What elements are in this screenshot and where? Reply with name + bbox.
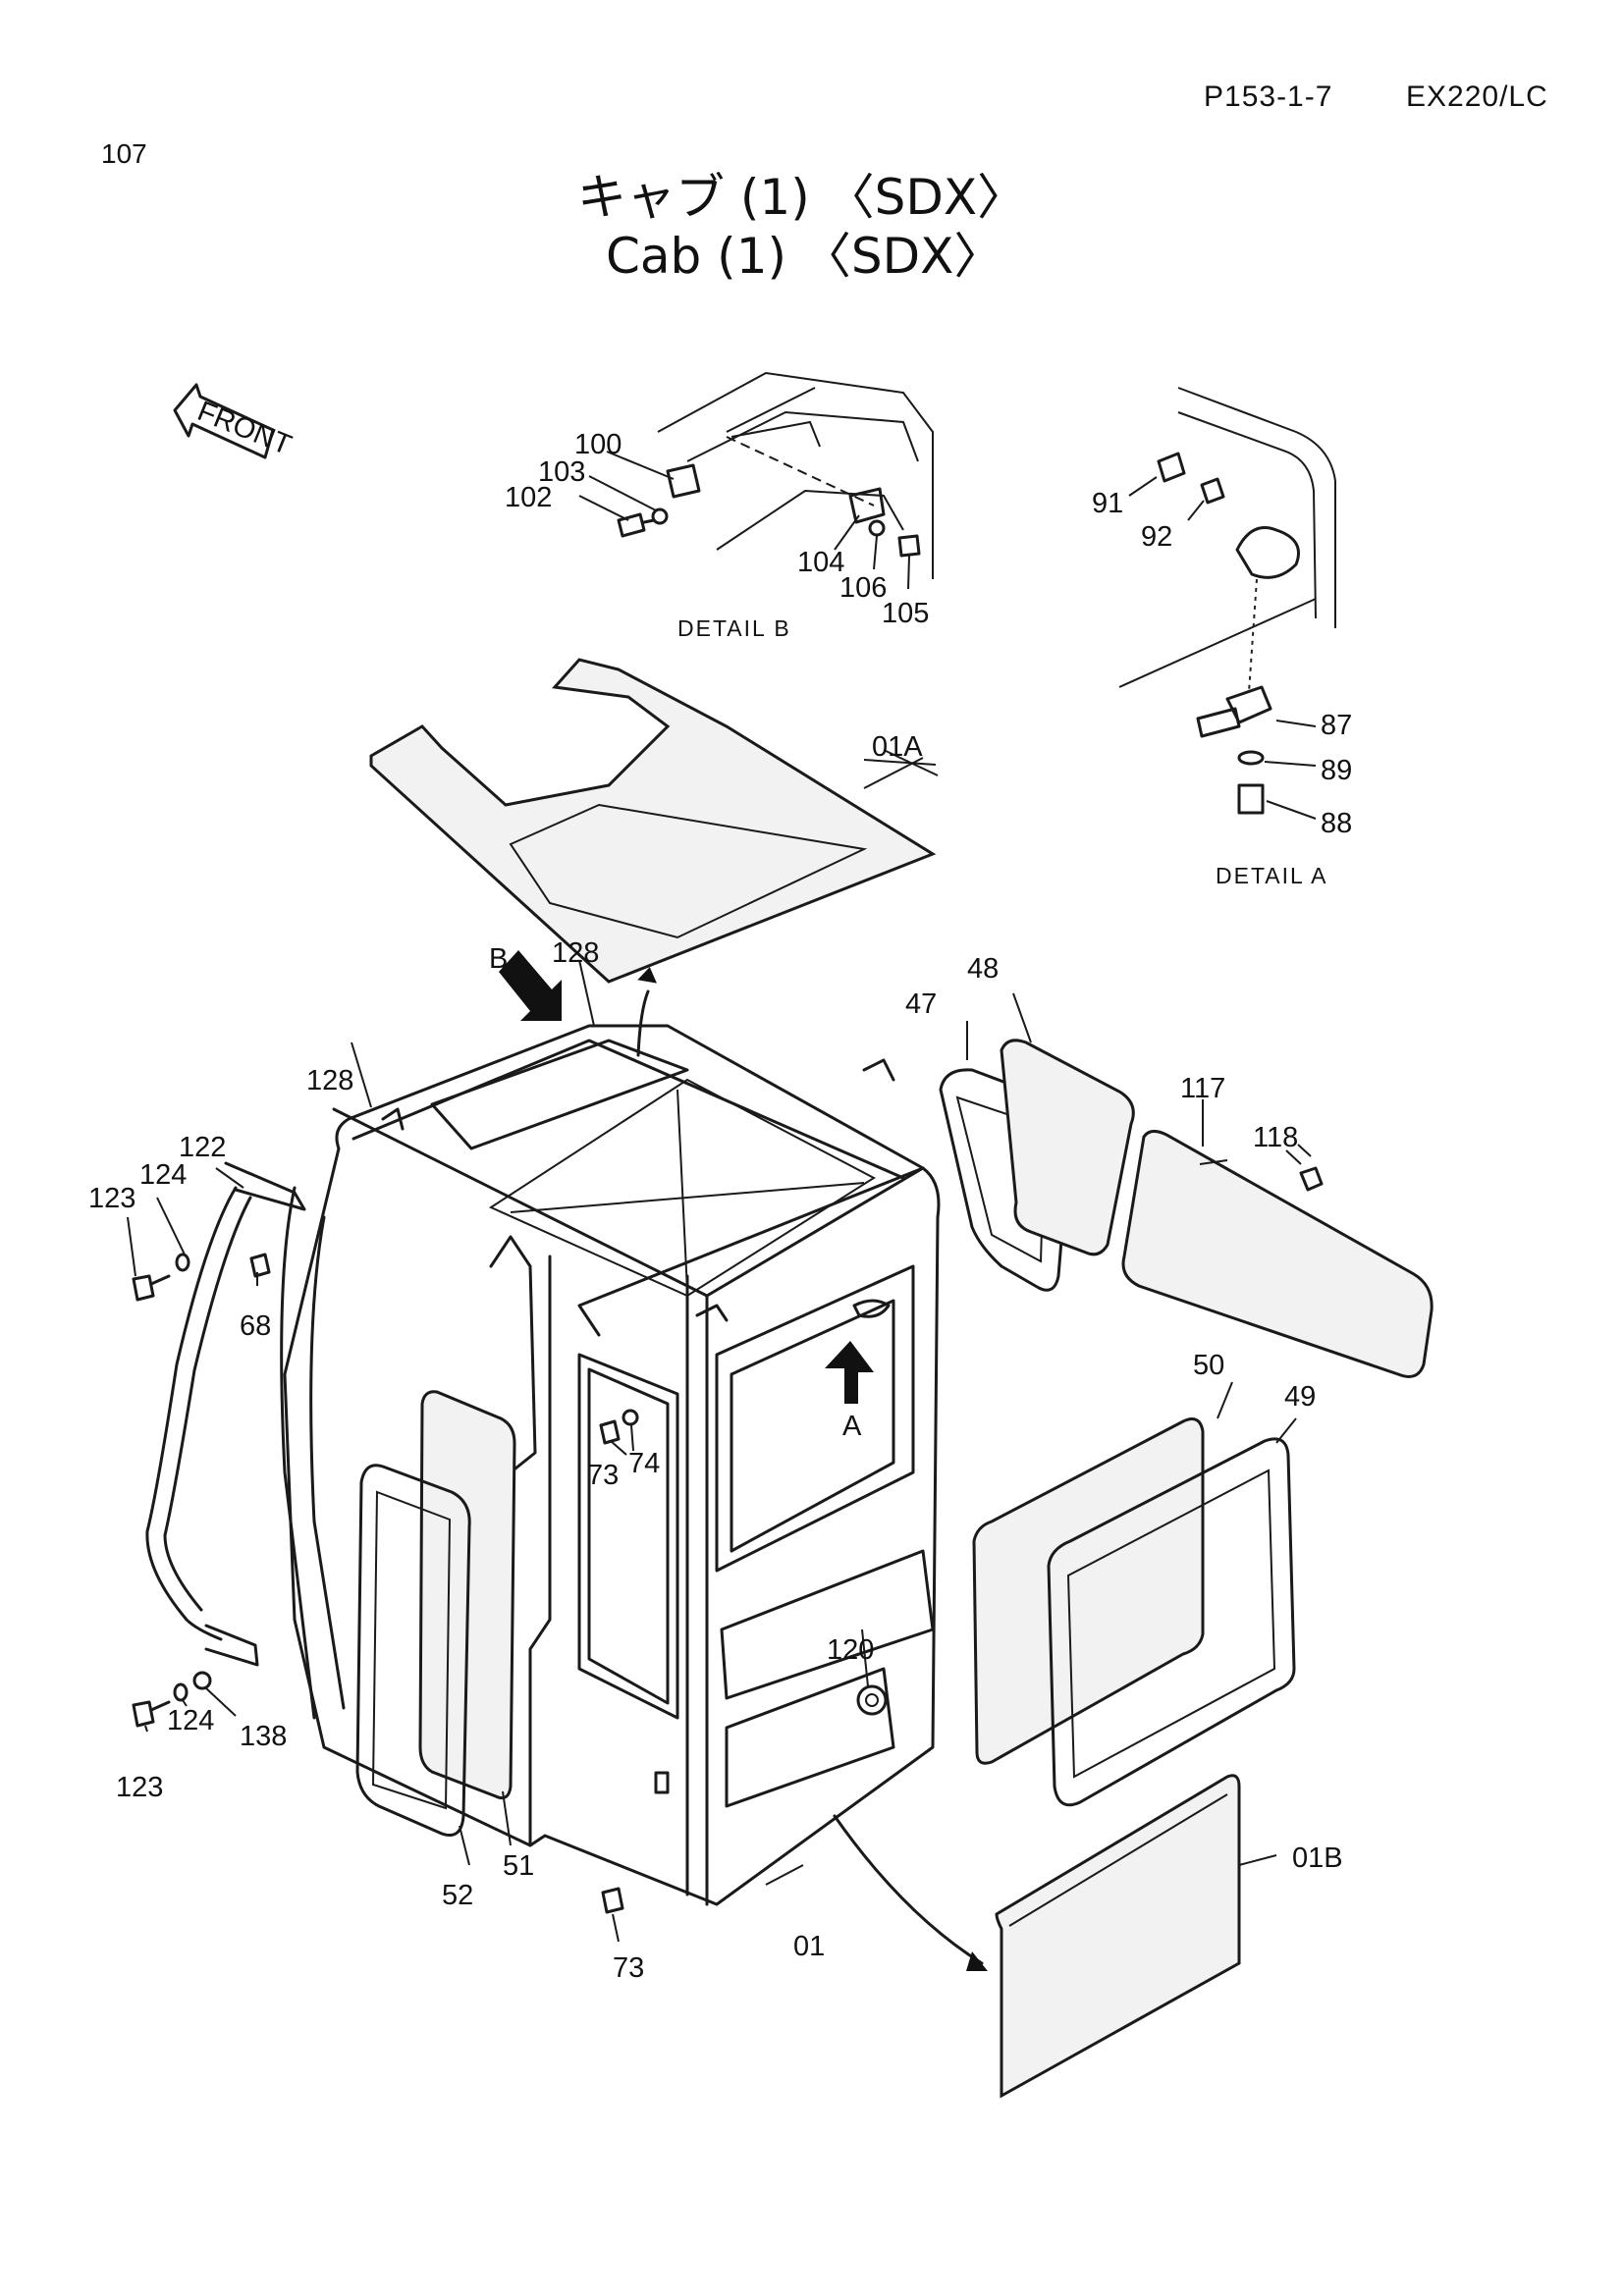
part-label-89: 89	[1321, 755, 1352, 786]
view-a-arrow-icon: A	[825, 1341, 874, 1442]
part-label-91: 91	[1092, 488, 1123, 519]
front-label: FRONT	[193, 396, 297, 461]
part-label-138: 138	[240, 1721, 287, 1752]
part-label-68: 68	[240, 1310, 271, 1342]
part-label-52: 52	[442, 1880, 473, 1911]
window-seal-52	[355, 1464, 471, 1837]
part-label-123-upper: 123	[88, 1183, 135, 1214]
detail-b: DETAIL B	[578, 371, 934, 641]
part-label-103: 103	[538, 456, 585, 488]
window-seal-49	[1047, 1437, 1296, 1807]
cab-frame	[280, 1024, 941, 1906]
leader-lines	[127, 749, 1302, 1943]
page-number: 107	[101, 138, 147, 169]
detail-a: DETAIL A	[1118, 387, 1336, 888]
part-label-74: 74	[628, 1448, 660, 1479]
page-code: P153-1-7	[1204, 80, 1333, 113]
part-label-128-top: 128	[552, 937, 599, 969]
view-b-label: B	[489, 943, 508, 975]
bolt-123-lower-icon	[132, 1700, 171, 1728]
washer-138-icon	[192, 1671, 212, 1690]
bolt-118-icon	[1297, 1144, 1324, 1192]
model-code: EX220/LC	[1406, 80, 1548, 113]
part-label-124-upper: 124	[139, 1159, 187, 1191]
window-glass-117	[1121, 1130, 1434, 1378]
washer-124-lower-icon	[173, 1682, 189, 1702]
part-label-128-left: 128	[306, 1065, 353, 1096]
part-label-105: 105	[882, 598, 929, 629]
part-label-49: 49	[1284, 1381, 1316, 1413]
roof-panel	[369, 658, 937, 984]
detail-a-label: DETAIL A	[1216, 863, 1327, 888]
part-label-73-upper: 73	[587, 1460, 619, 1491]
part-label-117: 117	[1180, 1073, 1225, 1104]
part-label-73-lower: 73	[613, 1952, 644, 1984]
part-label-87: 87	[1321, 710, 1352, 741]
part-label-120: 120	[827, 1634, 874, 1666]
window-glass-50	[972, 1417, 1205, 1765]
part-label-106: 106	[839, 572, 887, 604]
part-label-88: 88	[1321, 808, 1352, 839]
page-title-english: Cab (1) 〈SDX〉	[606, 228, 1003, 285]
part-label-01a: 01A	[872, 731, 923, 763]
bolt-73-lower-icon	[601, 1887, 624, 1914]
view-b-arrow-icon: B	[489, 943, 562, 1021]
part-labels: 100 103 102 104 106 105 91 92 87 89 88 0…	[88, 429, 1352, 1984]
washer-124-upper-icon	[175, 1253, 190, 1272]
page-title-japanese: キャブ (1) 〈SDX〉	[577, 169, 1027, 226]
part-label-124-lower: 124	[167, 1705, 214, 1736]
part-label-122: 122	[179, 1132, 226, 1163]
bolt-73-upper-icon	[599, 1419, 621, 1445]
part-label-51: 51	[503, 1850, 534, 1882]
part-label-01: 01	[793, 1931, 825, 1962]
part-label-50: 50	[1193, 1350, 1224, 1381]
part-label-104: 104	[797, 547, 844, 578]
part-label-123-lower: 123	[116, 1772, 163, 1803]
nut-120-icon	[856, 1684, 888, 1716]
part-label-100: 100	[574, 429, 622, 460]
view-a-label: A	[842, 1411, 862, 1442]
side-panel-01b	[833, 1774, 1241, 2099]
window-glass-48	[1000, 1039, 1135, 1256]
part-label-01b: 01B	[1292, 1842, 1343, 1874]
handrail-122	[145, 1161, 306, 1667]
part-label-48: 48	[967, 953, 999, 985]
part-label-92: 92	[1141, 521, 1172, 553]
part-label-102: 102	[505, 482, 552, 513]
front-arrow-icon: FRONT	[173, 383, 297, 461]
bolt-68-icon	[249, 1253, 271, 1278]
bolt-123-upper-icon	[132, 1274, 171, 1302]
part-label-47: 47	[905, 988, 937, 1020]
detail-b-label: DETAIL B	[677, 615, 791, 641]
washer-74-icon	[622, 1409, 639, 1426]
part-label-118: 118	[1253, 1122, 1298, 1153]
